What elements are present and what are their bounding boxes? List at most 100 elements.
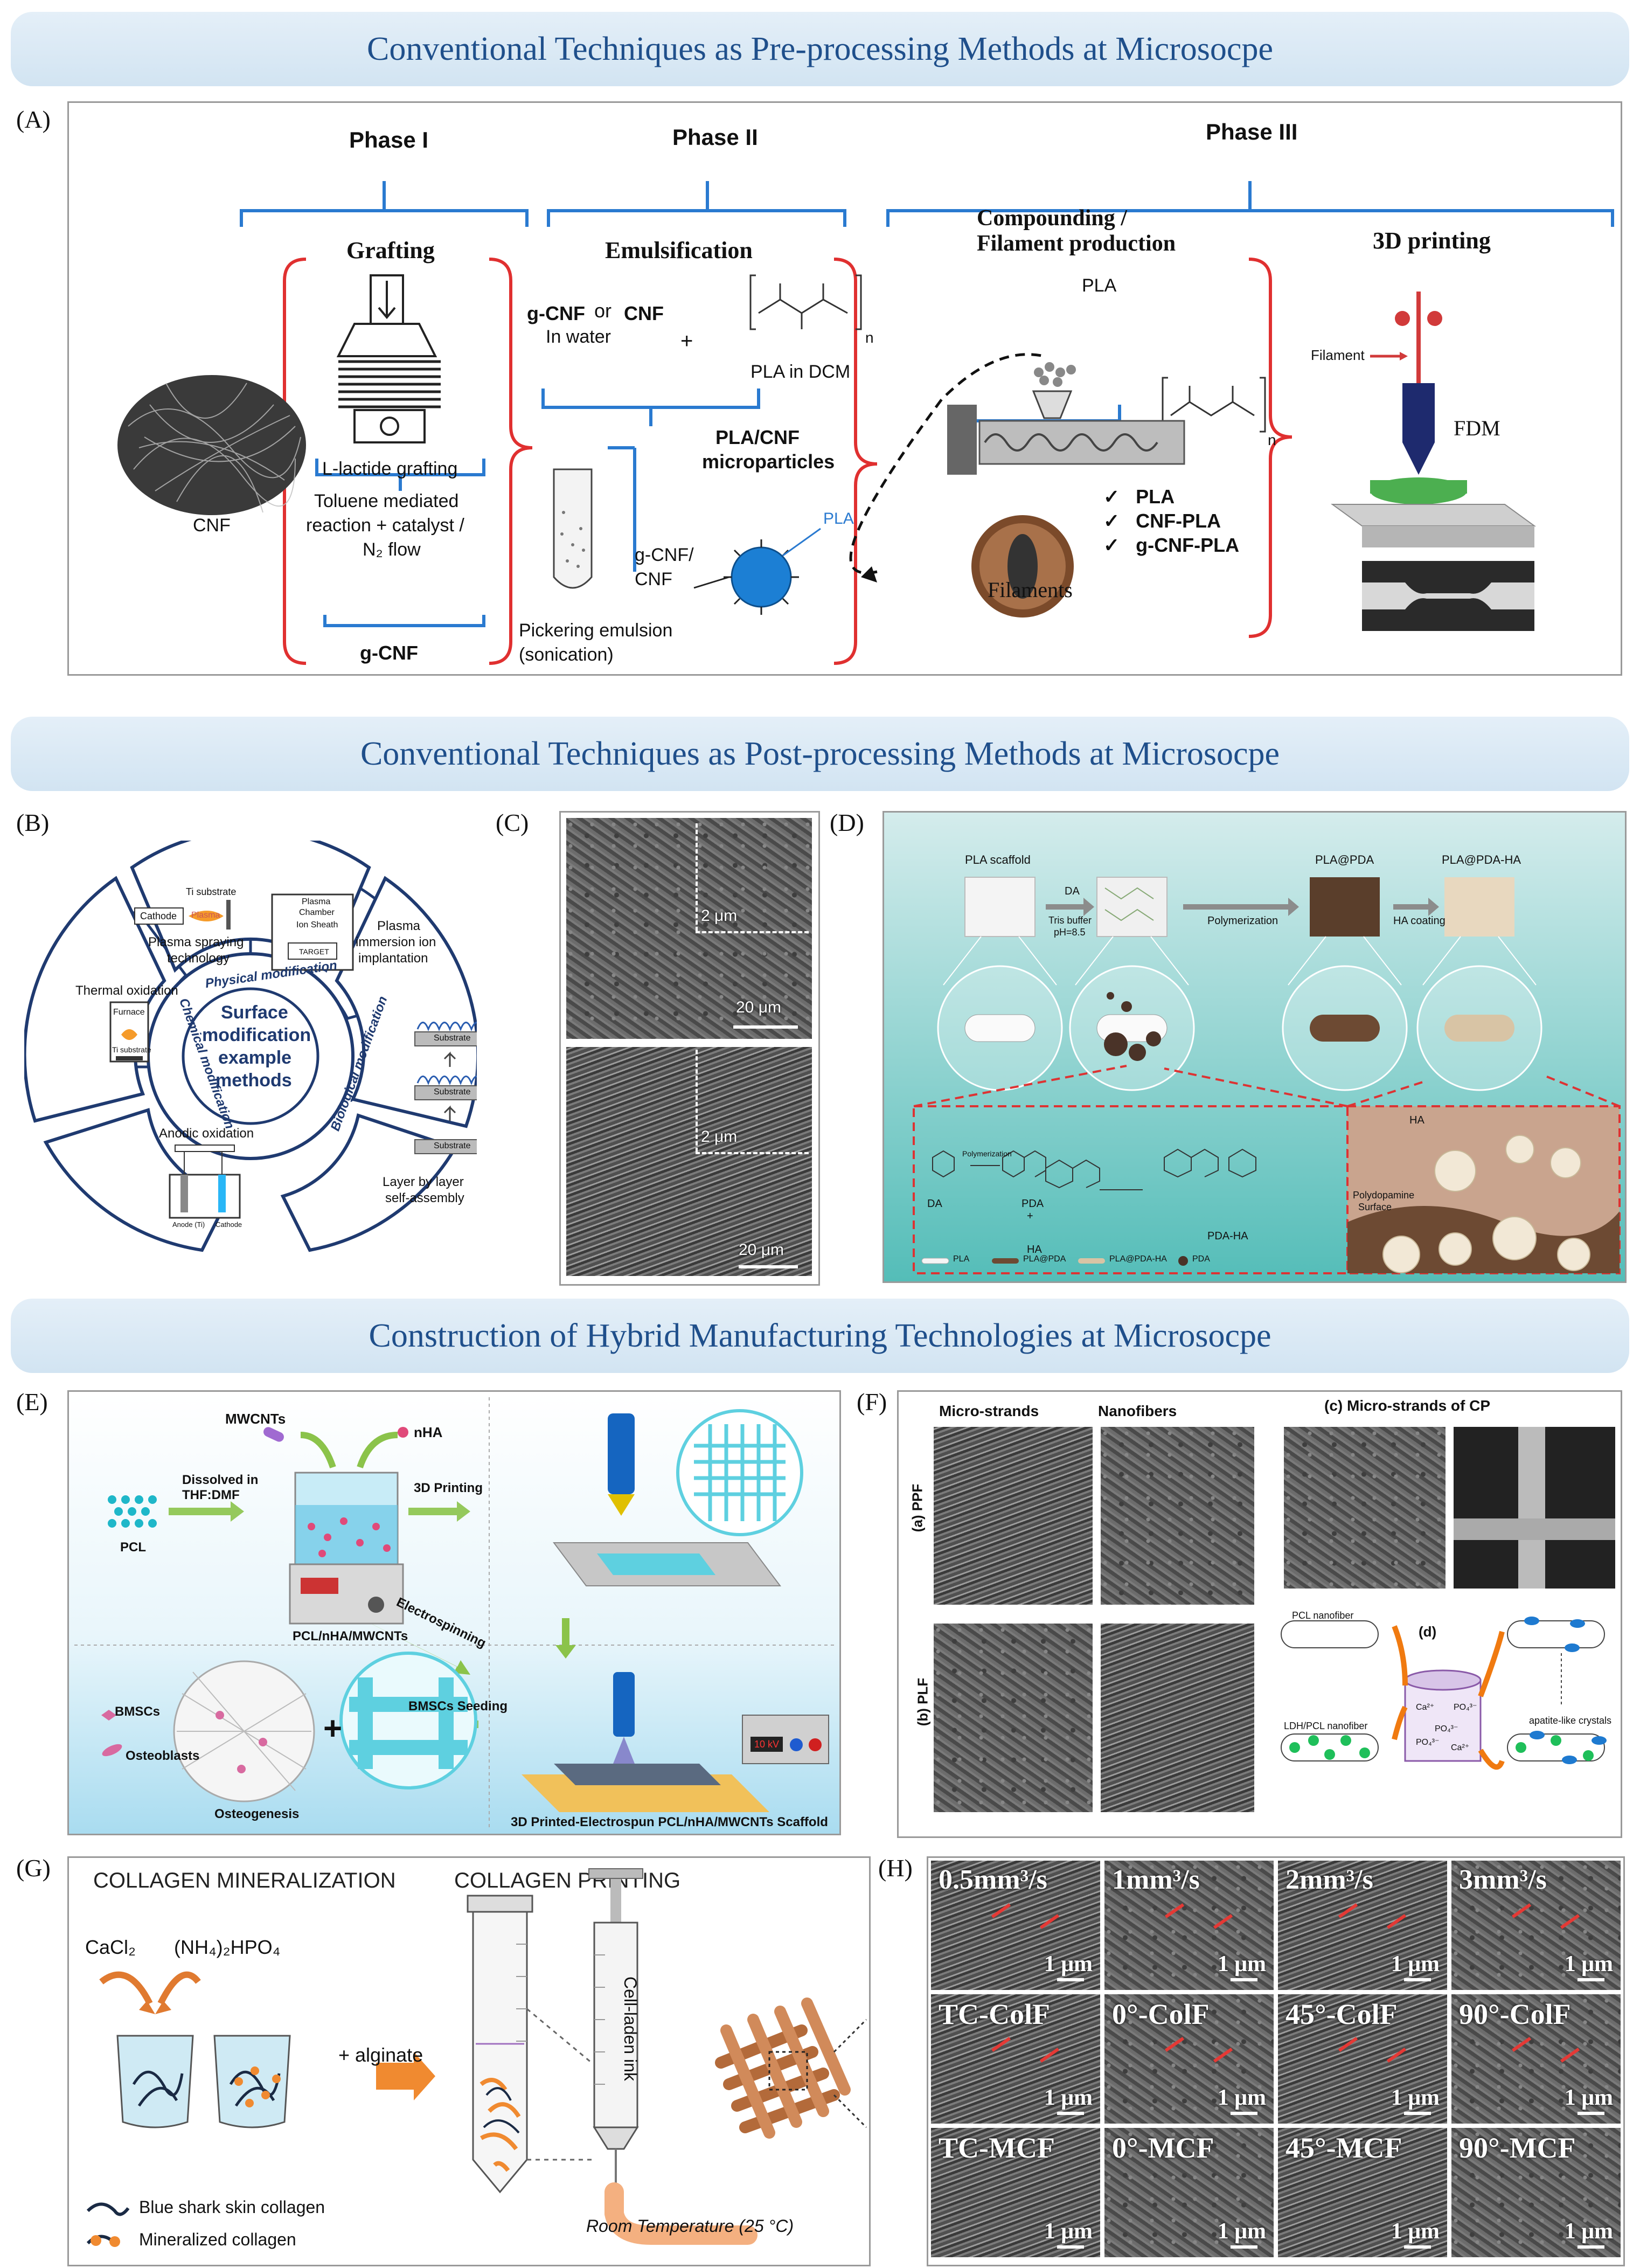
banner-post-processing: Conventional Techniques as Post-processi… [11, 717, 1629, 791]
sem-f-1 [934, 1427, 1093, 1605]
furnace-label: Furnace [113, 1008, 145, 1017]
panel-g-graphics [86, 1868, 867, 2247]
scalebar-c4 [739, 1265, 798, 1268]
center-line3: example [218, 1048, 292, 1068]
center-line1: Surface [221, 1002, 288, 1023]
sem-h-label: 1mm³/s [1112, 1864, 1200, 1895]
sem-h-scale: 1 μm [1391, 2085, 1440, 2110]
lbl-line1: Layer by layer [383, 1175, 464, 1189]
or-label: or [594, 300, 612, 322]
inset-line-2 [696, 931, 809, 933]
d-pla-pda-ha: PLA@PDA-HA [1442, 853, 1521, 866]
g-blue-shark: Blue shark skin collagen [139, 2197, 325, 2217]
pickering-line1: Pickering emulsion [519, 620, 673, 641]
sem-h-scalebar [1057, 1978, 1084, 1981]
scale-c1: 2 μm [701, 907, 738, 925]
sem-h-label: 0°-ColF [1112, 1998, 1210, 2030]
sem-h-scalebar [1057, 2245, 1084, 2249]
e-seeding: BMSCs Seeding [408, 1699, 508, 1714]
list-item-pla: ✓ PLA [1103, 485, 1175, 508]
f-ion-5: Ca²⁺ [1451, 1743, 1470, 1752]
sem-texture [1451, 1861, 1621, 1990]
sem-texture [931, 1994, 1100, 2124]
sem-h-scale: 1 μm [1217, 1952, 1266, 1976]
anode-label: Anode (Ti) [172, 1220, 205, 1229]
plasma-spray-1: Plasma spraying [148, 935, 244, 949]
label-c: (C) [496, 809, 529, 836]
f-ldh: LDH/PCL nanofiber [1284, 1721, 1368, 1731]
printing-title: 3D printing [1373, 227, 1491, 254]
d-plus: + [1027, 1210, 1033, 1222]
sem-h-label: 90°-ColF [1459, 1998, 1571, 2030]
sem-h-label: 0°-MCF [1112, 2132, 1214, 2164]
fdm-label: FDM [1454, 416, 1500, 440]
f-ion-4: PO₄³⁻ [1416, 1738, 1440, 1747]
filament-label: Filament [1311, 347, 1365, 363]
inset-line-3 [696, 1050, 698, 1152]
phase1-label: Phase I [349, 127, 429, 152]
phase3-label: Phase III [1206, 119, 1298, 144]
phase2-label: Phase II [672, 124, 758, 150]
f-micro: Micro-strands [939, 1403, 1039, 1419]
sem-h-scale: 1 μm [1391, 1952, 1440, 1976]
e-bmscs: BMSCs [115, 1704, 161, 1719]
sem-texture [1451, 2128, 1621, 2257]
f-plf: (b) PLF [914, 1677, 931, 1726]
cathode2-label: Cathode [216, 1220, 242, 1229]
list-text-gcnf-pla: g-CNF-PLA [1136, 534, 1240, 556]
scalebar-c2 [733, 1025, 798, 1029]
d-ha-coating: HA coating [1393, 915, 1446, 927]
sem-h-label: TC-ColF [939, 1998, 1050, 2030]
d-polymerization: Polymerization [1207, 915, 1278, 927]
toluene-line3: N₂ flow [363, 539, 421, 560]
plasma-spray-2: technology [167, 951, 230, 966]
grafting-title: Grafting [346, 237, 435, 263]
pla-cnf-line1: PLA/CNF [715, 426, 800, 448]
substrate-3: Substrate [434, 1141, 471, 1150]
sem-texture [1104, 2128, 1274, 2257]
sem-texture [1278, 1861, 1447, 1990]
sem-texture [1104, 1861, 1274, 1990]
panel-d-graphics [913, 877, 1621, 1274]
gcnf-label: g-CNF [360, 642, 418, 664]
f-nano: Nanofibers [1098, 1403, 1177, 1419]
sem-f-5 [1284, 1427, 1446, 1589]
sem-h-scale: 1 μm [1044, 2085, 1093, 2110]
e-osteogenesis: Osteogenesis [214, 1807, 300, 1821]
sem-c-top [566, 818, 812, 1039]
scale-c2: 20 μm [736, 998, 781, 1016]
inset-line-1 [696, 823, 698, 931]
sem-h-scalebar [1057, 2112, 1084, 2115]
e-osteoblasts: Osteoblasts [126, 1749, 200, 1763]
f-ion-1: Ca²⁺ [1416, 1703, 1435, 1712]
pla-cnf-line2: microparticles [702, 450, 835, 473]
ti-sub2: Ti substrate [112, 1045, 151, 1054]
sem-texture [931, 2128, 1100, 2257]
lactide-label: L-lactide grafting [322, 459, 458, 479]
g-cacl2: CaCl₂ [85, 1936, 136, 1958]
g-nh4: (NH₄)₂HPO₄ [174, 1936, 281, 1958]
gcnf-water: g-CNF [527, 302, 585, 324]
sem-h-label: 0.5mm³/s [939, 1864, 1047, 1895]
panel-f-diagram [1281, 1617, 1607, 1770]
list-text-cnf-pla: CNF-PLA [1136, 510, 1221, 532]
sem-h-scalebar [1578, 2245, 1604, 2249]
substrate-1: Substrate [434, 1034, 471, 1043]
sem-h-scale: 1 μm [1217, 2219, 1266, 2244]
scale-c4: 20 μm [739, 1241, 784, 1259]
sem-texture [931, 1861, 1100, 1990]
label-f: (F) [857, 1388, 887, 1416]
banner-pre-text: Conventional Techniques as Pre-processin… [367, 30, 1273, 67]
compounding-line1: Compounding / [977, 206, 1127, 231]
d-da2: DA [927, 1198, 942, 1210]
target-label: TARGET [299, 947, 329, 956]
sem-texture [1451, 1994, 1621, 2124]
cnf-water: CNF [624, 302, 664, 324]
